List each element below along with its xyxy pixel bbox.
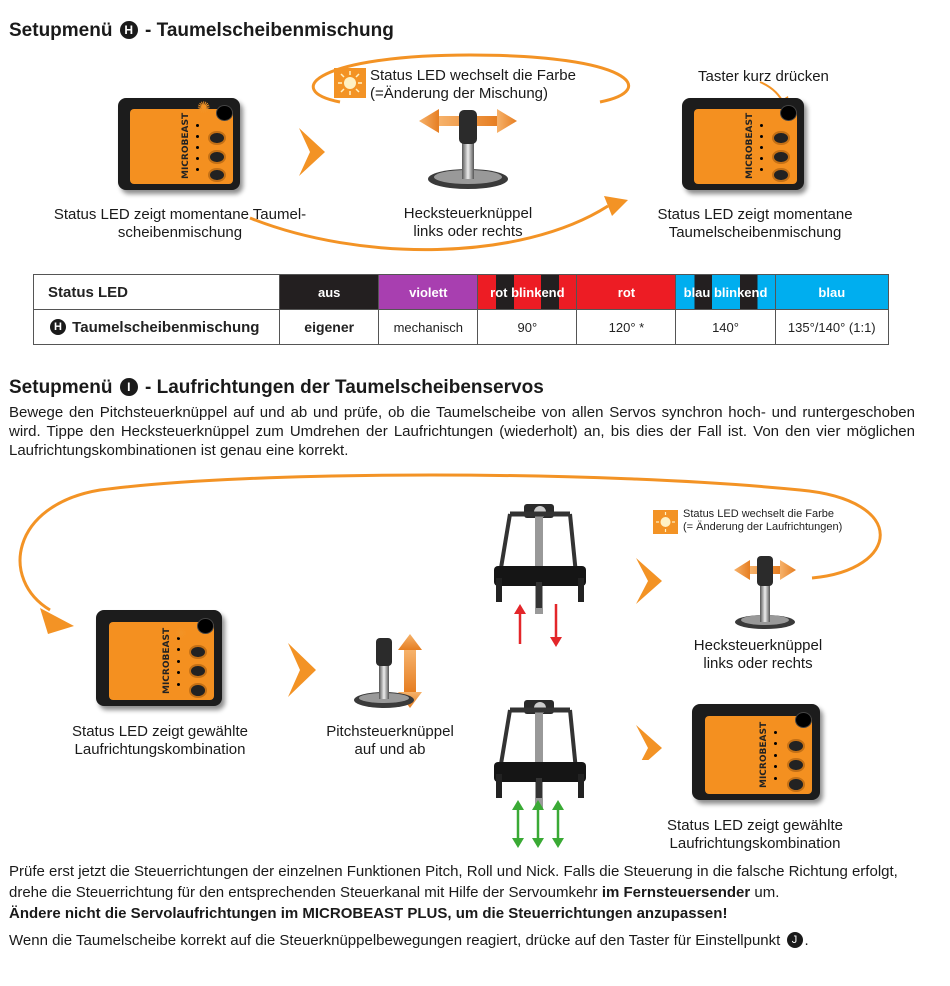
pitch-stick-icon	[354, 634, 422, 708]
left-caption-h: Status LED zeigt momentane Taumel- schei…	[53, 206, 307, 241]
table-header-mix: H Taumelscheibenmischung	[32, 309, 281, 345]
right-caption-h: Status LED zeigt momentane Taumelscheibe…	[657, 206, 853, 241]
setup-button[interactable]	[197, 617, 215, 635]
bottom-paragraph-3: Wenn die Taumelscheibe korrekt auf die S…	[9, 932, 809, 949]
led-note-h: Status LED wechselt die Farbe (=Änderung…	[370, 67, 576, 102]
heck-caption-i: Hecksteuerknüppel links oder rechts	[693, 637, 823, 672]
table-row: H Taumelscheibenmischung eigener mechani…	[32, 309, 890, 345]
led-cell-violett: violett	[378, 274, 479, 310]
section-i-paragraph: Bewege den Pitchsteuerknüppel auf und ab…	[9, 404, 915, 459]
led-cell-rot-blinkend: rot blinkend	[477, 274, 578, 310]
table-cell: 135°/140° (1:1)	[774, 309, 890, 345]
table-header-status-led: Status LED	[32, 274, 281, 310]
led-note-i: Status LED wechselt die Farbe (= Änderun…	[683, 508, 843, 533]
table-cell: 90°	[477, 309, 578, 345]
table-cell: 140°	[675, 309, 776, 345]
microbeast-device: MICROBEAST	[682, 98, 804, 190]
bottom-paragraph-1: Prüfe erst jetzt die Steuerrichtungen de…	[9, 863, 898, 901]
led-cell-blau: blau	[774, 274, 890, 310]
right-caption-i: Status LED zeigt gewählte Laufrichtungsk…	[667, 817, 843, 852]
status-led-icon	[334, 68, 366, 98]
setup-point-badge-h: H	[119, 21, 138, 39]
led-flash-icon: ✺	[175, 626, 187, 642]
table-row: Status LED aus violett rot blinkend rot …	[32, 274, 890, 310]
center-caption-h: Hecksteuerknüppel links oder rechts	[403, 205, 533, 240]
led-cell-blau-blinkend: blau blinkend	[675, 274, 776, 310]
led-flash-icon: ✺	[197, 98, 211, 117]
microbeast-device: MICROBEAST	[96, 610, 222, 706]
setup-point-badge-j: J	[786, 932, 803, 948]
led-cell-rot: rot	[576, 274, 677, 310]
microbeast-device: MICROBEAST	[118, 98, 240, 190]
left-caption-i: Status LED zeigt gewählte Laufrichtungsk…	[72, 723, 248, 758]
led-cell-aus: aus	[279, 274, 380, 310]
status-led-icon	[653, 510, 678, 534]
setup-button[interactable]	[794, 711, 813, 729]
rudder-stick-icon	[419, 109, 517, 189]
setup-point-badge-i: I	[119, 378, 138, 396]
pitch-caption: Pitchsteuerknüppel auf und ab	[326, 723, 454, 758]
bottom-warning: Ändere nicht die Servolaufrichtungen im …	[9, 905, 728, 922]
setup-button[interactable]	[780, 105, 797, 122]
table-cell: 120° *	[576, 309, 677, 345]
section-i-title: Setupmenü I - Laufrichtungen der Taumels…	[9, 377, 544, 398]
taster-note: Taster kurz drücken	[698, 68, 829, 85]
swashplate-correct-icon	[494, 700, 586, 848]
led-table: Status LED aus violett rot blinkend rot …	[32, 274, 890, 345]
section-h-title: Setupmenü H - Taumelscheibenmischung	[9, 20, 394, 41]
table-cell: eigener	[279, 309, 380, 345]
setup-button[interactable]	[216, 105, 233, 122]
table-cell: mechanisch	[378, 309, 479, 345]
section-i-flow-arrows	[18, 473, 882, 760]
rudder-stick-icon	[734, 556, 796, 629]
microbeast-device: MICROBEAST	[692, 704, 820, 800]
swashplate-wrong-icon	[494, 504, 586, 647]
